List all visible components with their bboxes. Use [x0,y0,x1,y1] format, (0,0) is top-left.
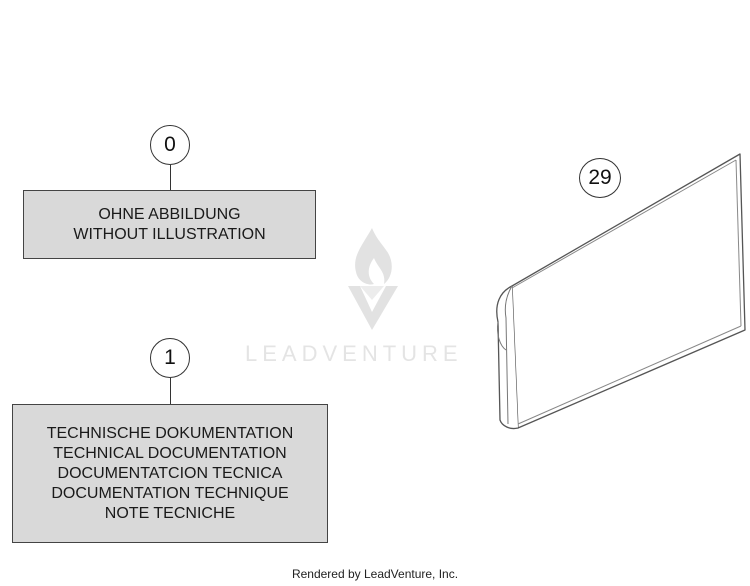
technical-documentation-line-2: TECHNICAL DOCUMENTATION [53,444,287,462]
technical-documentation-line-5: NOTE TECNICHE [104,504,236,522]
technical-documentation-line-3: DOCUMENTATCION TECNICA [57,464,283,482]
callout-29: 29 [579,158,621,198]
callout-29-label: 29 [588,166,612,189]
callout-0: 0 [150,125,190,165]
callout-0-label: 0 [164,133,176,156]
manual-illustration [496,153,746,430]
footer-credit: Rendered by LeadVenture, Inc. [291,567,459,581]
without-illustration-line-2: WITHOUT ILLUSTRATION [73,225,266,243]
leader-0 [169,165,171,190]
technical-documentation-box: TECHNISCHE DOKUMENTATION TECHNICAL DOCUM… [12,404,328,543]
technical-documentation-line-4: DOCUMENTATION TECHNIQUE [51,484,289,502]
without-illustration-line-1: OHNE ABBILDUNG [98,205,241,223]
callout-1: 1 [150,338,190,378]
without-illustration-box: OHNE ABBILDUNG WITHOUT ILLUSTRATION [23,190,316,259]
leader-1 [169,378,171,404]
callout-1-label: 1 [164,346,176,369]
technical-documentation-line-1: TECHNISCHE DOKUMENTATION [46,424,294,442]
